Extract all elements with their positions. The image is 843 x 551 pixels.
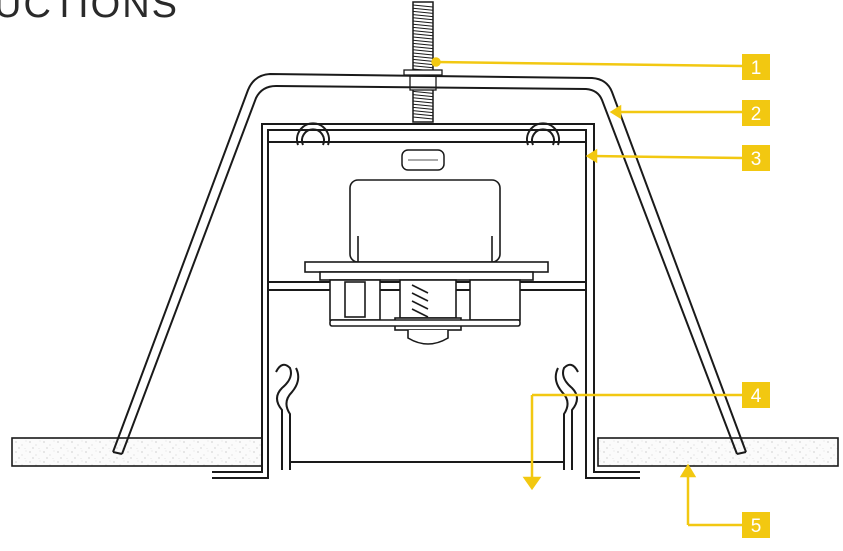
callout-label-4: 4 xyxy=(751,386,762,407)
inner-frame-profile xyxy=(212,122,640,479)
callout-label-3: 3 xyxy=(751,149,762,170)
driver-bracket-assembly xyxy=(304,179,549,345)
callout-marker-1: 1 xyxy=(742,54,770,80)
callout-leaders xyxy=(431,57,743,527)
callout-marker-2: 2 xyxy=(742,100,770,126)
callout-marker-3: 3 xyxy=(742,145,770,171)
cover-profile xyxy=(112,72,747,455)
callout-marker-5: 5 xyxy=(742,512,770,538)
bolt-head xyxy=(401,149,445,171)
callout-label-1: 1 xyxy=(751,58,762,79)
ceiling-board-right xyxy=(597,437,839,467)
callout-marker-4: 4 xyxy=(742,382,770,408)
ceiling-board-left xyxy=(11,437,263,467)
callout-label-2: 2 xyxy=(751,104,762,125)
callout-label-5: 5 xyxy=(751,516,762,537)
page-title: UCTIONS xyxy=(0,0,179,26)
